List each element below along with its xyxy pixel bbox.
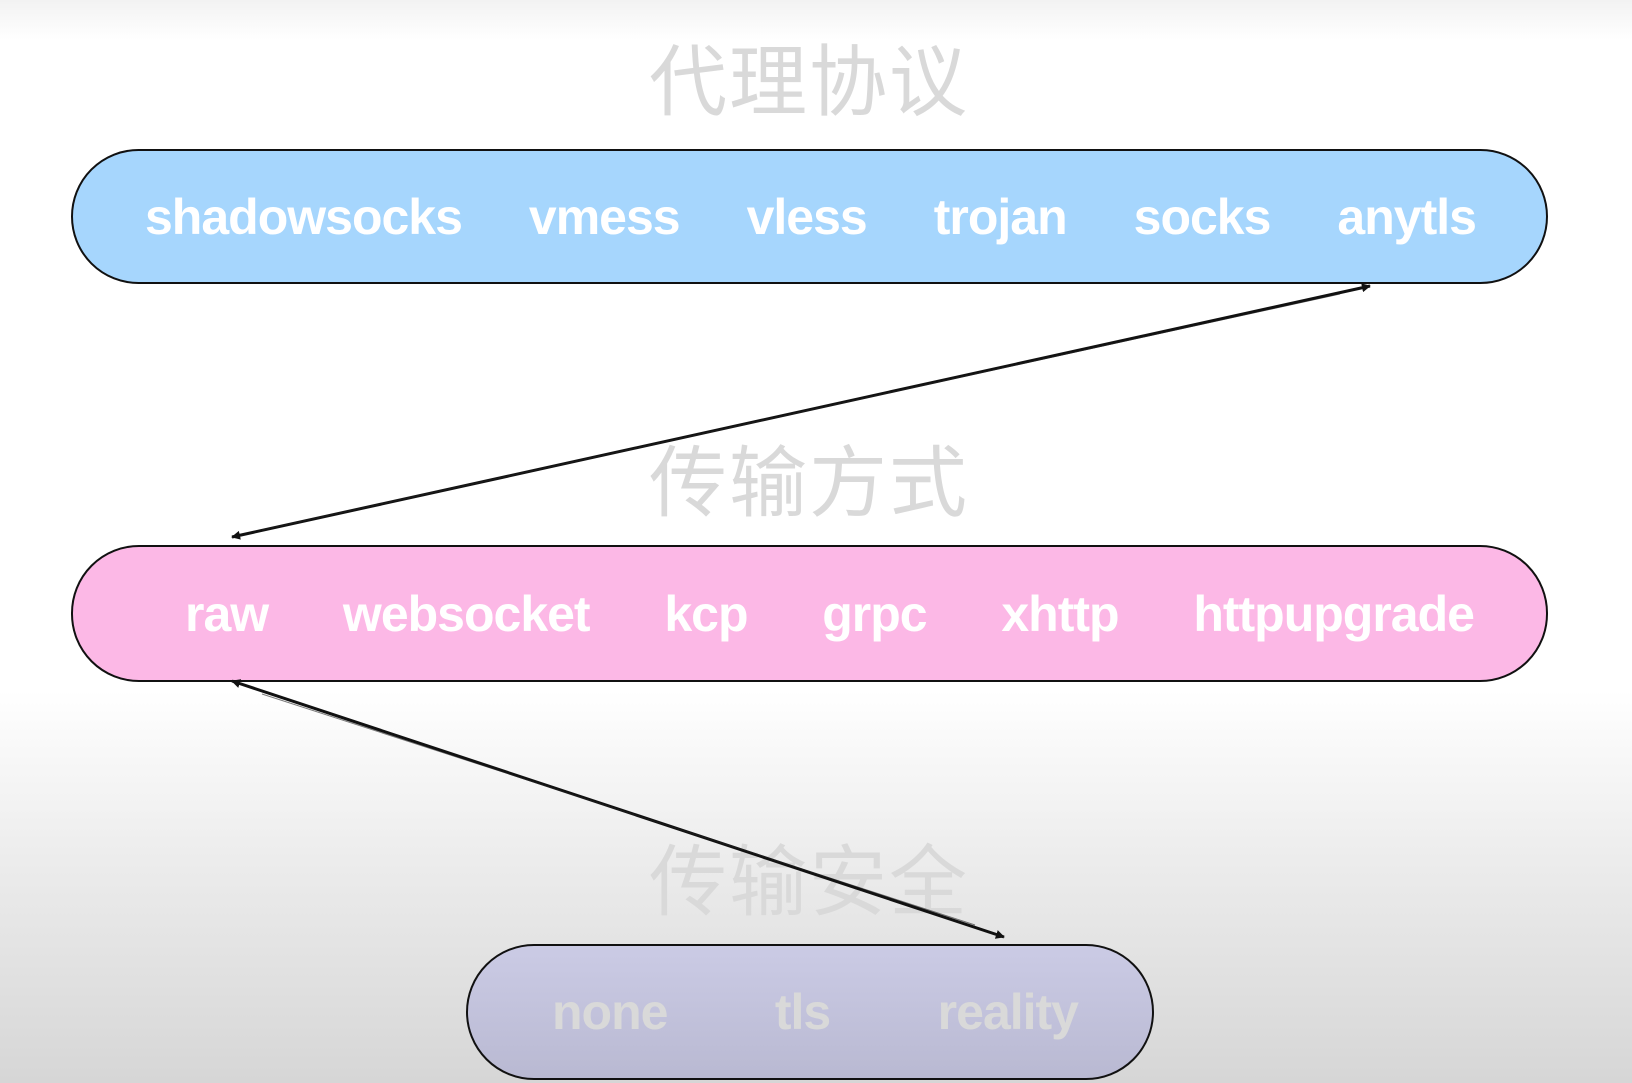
item-socks: socks <box>1133 188 1272 245</box>
item-kcp: kcp <box>664 585 748 642</box>
item-trojan: trojan <box>933 188 1068 245</box>
item-shadowsocks: shadowsocks <box>145 188 463 245</box>
proxy-protocol-group: shadowsocks vmess vless trojan socks any… <box>71 149 1548 284</box>
transport-security-group: none tls reality <box>466 944 1154 1080</box>
item-vmess: vmess <box>528 188 681 245</box>
section-title-proxy-protocol: 代理协议 <box>648 38 969 128</box>
item-none: none <box>552 984 668 1040</box>
arrow-anytls-raw <box>231 283 1371 540</box>
transport-group: raw websocket kcp grpc xhttp httpupgrade <box>71 545 1548 682</box>
item-xhttp: xhttp <box>1001 585 1119 642</box>
arrow-raw-reality <box>231 679 1005 939</box>
item-tls: tls <box>774 984 831 1040</box>
item-raw: raw <box>185 585 269 642</box>
item-grpc: grpc <box>822 585 927 642</box>
item-anytls: anytls <box>1337 188 1477 245</box>
item-reality: reality <box>937 984 1079 1040</box>
item-httpupgrade: httpupgrade <box>1193 585 1475 642</box>
item-websocket: websocket <box>342 585 591 642</box>
item-vless: vless <box>746 188 868 245</box>
